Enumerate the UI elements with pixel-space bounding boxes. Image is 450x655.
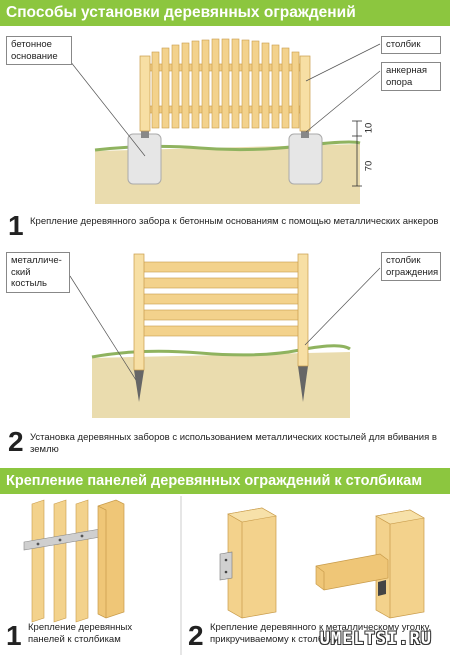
diagram-rail-on-angle (219, 507, 425, 619)
vertical-divider (180, 496, 182, 655)
label-fence-post: столбик ограждения (381, 252, 441, 281)
label-metal-spike: металличе-ский костыль (6, 252, 70, 293)
caption-rail-on-angle: Крепление деревянного к металлическому у… (210, 622, 432, 645)
label-post: столбик (381, 36, 441, 54)
dimension-lower: 70 (363, 160, 375, 172)
caption-concrete-fence: Крепление деревянного забора к бетонным … (30, 216, 439, 227)
step-number-1: 1 (8, 210, 24, 241)
diagram-concrete-fence (69, 38, 381, 204)
panel-step-number-1: 1 (6, 620, 22, 651)
diagram-spike-fence (69, 253, 381, 418)
label-concrete-base: бетонное основание (6, 36, 72, 65)
caption-panels-to-post: Крепление деревянных панелей к столбикам (28, 622, 133, 645)
caption-spike-fence: Установка деревянных заборов с использов… (30, 432, 437, 455)
dimension-upper: 10 (363, 122, 375, 134)
site-watermark: UMELTSI.RU (319, 629, 432, 649)
section-title-installation-methods: Способы установки деревянных ограждений (0, 0, 450, 26)
step-number-2: 2 (8, 426, 24, 457)
section-title-panel-mounting: Крепление панелей деревянных ограждений … (0, 468, 450, 494)
panel-step-number-2: 2 (188, 620, 204, 651)
label-anchor-support: анкерная опора (381, 62, 441, 91)
diagram-panels-to-post (23, 499, 125, 623)
